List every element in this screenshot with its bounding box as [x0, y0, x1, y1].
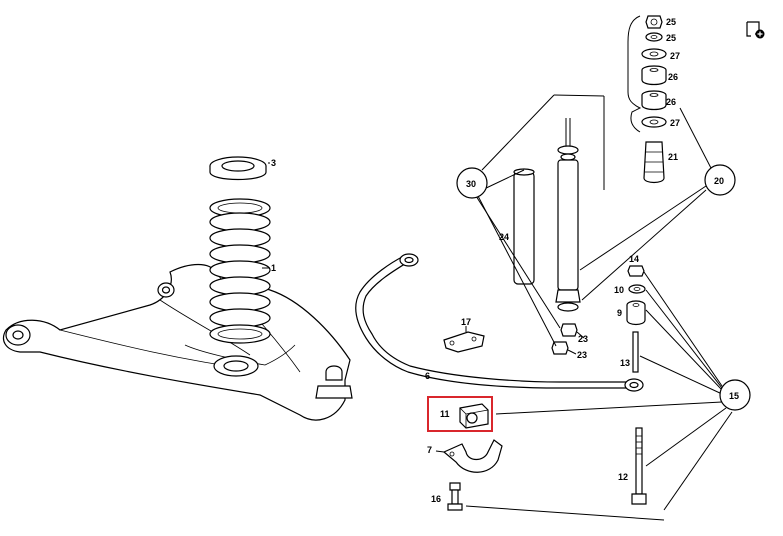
stabilizer-bar: [355, 253, 644, 392]
shock-absorber: [555, 118, 581, 312]
label-part-24: 24: [499, 232, 509, 242]
mount-washer-27-b: [641, 116, 667, 128]
label-part-7: 7: [427, 445, 432, 455]
washer-10: [628, 284, 646, 294]
callout-20[interactable]: [704, 164, 736, 196]
label-part-9: 9: [617, 308, 622, 318]
label-part-26-a: 26: [668, 72, 678, 82]
mount-bushing-26-b: [641, 90, 667, 111]
clamp-7: [442, 439, 503, 473]
label-part-23-b: 23: [577, 350, 587, 360]
nut-23-upper: [560, 323, 578, 337]
bump-stop: [643, 141, 665, 184]
spring-pad: [209, 156, 267, 181]
shock-absorber-cover: [513, 168, 535, 285]
label-part-21: 21: [668, 152, 678, 162]
label-part-25-b: 25: [666, 33, 676, 43]
bushing-9: [626, 300, 646, 326]
label-part-26-b: 26: [666, 97, 676, 107]
label-part-27-b: 27: [670, 118, 680, 128]
callout-30[interactable]: [456, 167, 488, 199]
callout-label-15: 15: [729, 391, 739, 401]
label-part-25-a: 25: [666, 17, 676, 27]
label-part-11: 11: [440, 409, 450, 419]
callout-label-20: 20: [714, 176, 724, 186]
label-part-1: 1: [271, 263, 276, 273]
label-part-10: 10: [614, 285, 624, 295]
callout-15[interactable]: [719, 379, 751, 411]
label-part-27-a: 27: [670, 51, 680, 61]
callout-label-30: 30: [466, 179, 476, 189]
bolt-16: [447, 482, 463, 511]
link-rod-13: [632, 331, 639, 373]
nut-14: [627, 265, 645, 277]
mount-washer-27-a: [641, 48, 667, 60]
label-part-23-a: 23: [578, 334, 588, 344]
bookmark-add-icon[interactable]: [746, 21, 765, 39]
callout-30-leaders: [475, 94, 605, 347]
label-part-12: 12: [618, 472, 628, 482]
callout-15-leaders: [465, 271, 733, 521]
label-part-13: 13: [620, 358, 630, 368]
label-part-6: 6: [425, 371, 430, 381]
mount-washer-25-b: [645, 32, 663, 42]
label-part-16: 16: [431, 494, 441, 504]
highlight-frame-part-11: [427, 396, 493, 432]
label-part-17: 17: [461, 317, 471, 327]
lower-control-arm: [2, 263, 353, 421]
label-part-3: 3: [271, 158, 276, 168]
bracket-plate: [443, 331, 485, 353]
label-part-14: 14: [629, 254, 639, 264]
mount-kit-bracket: [627, 15, 642, 133]
mount-nut-25-a: [645, 15, 663, 29]
mount-bushing-26-a: [641, 65, 667, 86]
callout-20-leaders: [579, 107, 713, 301]
bolt-12: [631, 427, 647, 505]
coil-spring: [209, 198, 271, 344]
bushing-11[interactable]: [459, 403, 489, 429]
